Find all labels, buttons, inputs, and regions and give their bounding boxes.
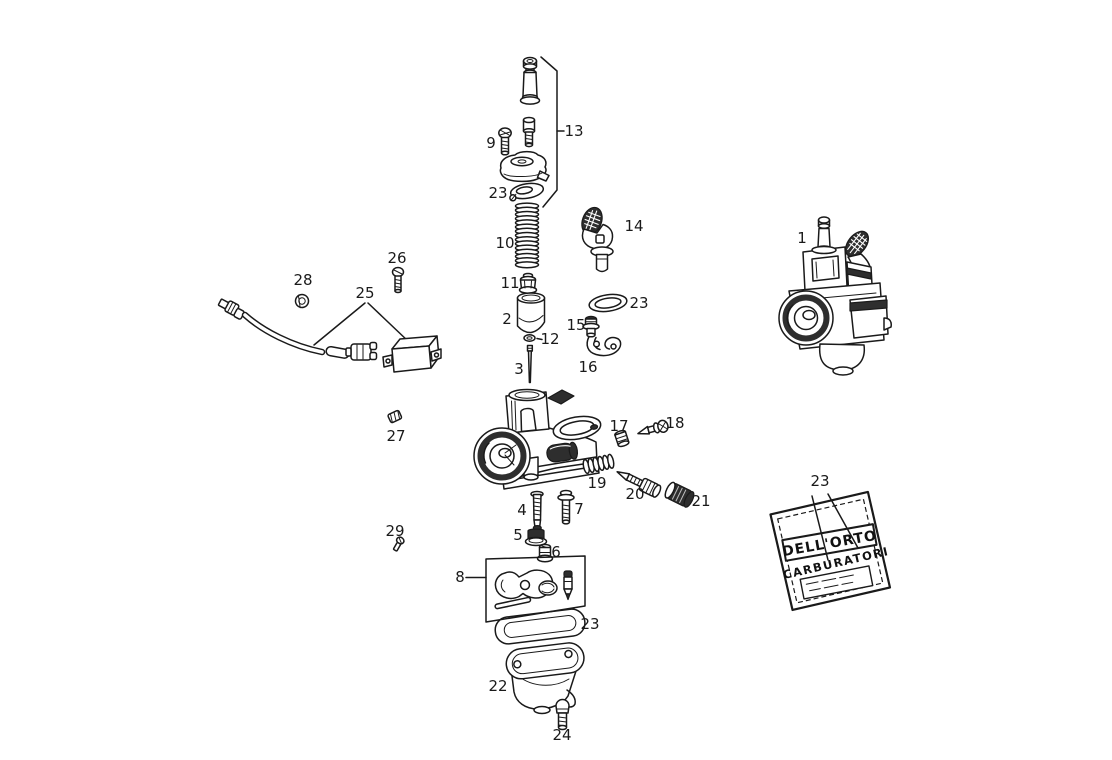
callout-23-bag: 23 [810,472,829,490]
throttle-cover-cap [499,150,550,183]
part-2-throttle-slide [516,292,546,334]
part-23-bowl-gasket [494,608,586,645]
part-28-clip-ring [294,293,310,309]
part-22-float-bowl [505,642,585,715]
part-10-throttle-spring [514,202,540,269]
part-19-spring [582,453,615,475]
part-5-jet-holder [524,528,548,547]
part-15-valve-plunger [582,315,600,338]
part-23-inlet-oring [588,293,628,313]
part-7-float-bowl-screw [557,489,575,525]
callout-6: 6 [551,543,561,561]
part-14-cable-guide-elbow [581,206,614,273]
part-16-hook-lever [586,335,622,357]
callout-24: 24 [552,726,571,744]
callout-3: 3 [514,360,524,378]
part-1-carburetor-assembly [778,216,892,376]
callout-11: 11 [500,274,519,292]
callout-19: 19 [587,474,606,492]
callout-4: 4 [517,501,527,519]
part-11-needle-retainer [518,272,538,294]
callout-29: 29 [385,522,404,540]
spare-parts-bag: DELL'ORTO CARBURATORI [769,490,892,612]
callout-21: 21 [691,492,710,510]
part-8-float-kit [465,555,586,623]
part-23-cover-gasket [509,182,545,202]
callout-labels: 13 9 23 10 11 2 12 3 14 23 15 16 1 17 18… [293,122,829,744]
callout-23-inlet-oring: 23 [629,294,648,312]
part-26-screw [391,266,405,294]
cable-connector [345,341,378,361]
callout-25: 25 [355,284,374,302]
callout-2: 2 [502,310,512,328]
callout-23-cover-gasket: 23 [488,184,507,202]
callout-1: 1 [797,229,807,247]
callout-15: 15 [566,316,585,334]
part-9-screw [498,127,512,156]
callout-22: 22 [488,677,507,695]
part-29-small-screw [392,536,405,552]
callout-5: 5 [513,526,523,544]
callout-27: 27 [386,427,405,445]
callout-9: 9 [486,134,496,152]
part-4-atomizer [530,490,544,531]
callout-26: 26 [387,249,406,267]
callout-13: 13 [564,122,583,140]
callout-14: 14 [624,217,643,235]
part-24-drain-screw [555,698,570,731]
callout-12: 12 [540,330,559,348]
cable-terminal [217,298,245,320]
part-20-adjuster-screw [616,471,662,498]
control-box [382,335,442,373]
callout-20: 20 [625,485,644,503]
part-21-cap-nut [664,481,695,508]
callout-10: 10 [495,234,514,252]
callout-7: 7 [574,500,584,518]
part-13-cover-assembly [498,56,565,208]
callout-8: 8 [455,568,465,586]
part-18-idle-screw [637,419,669,435]
callout-23-bowl-gasket: 23 [580,615,599,633]
carburetor-body [473,388,602,490]
part-17-jet [614,429,630,448]
callout-18: 18 [665,414,684,432]
part-12-needle-clip [523,334,543,342]
part-3-jet-needle [526,344,534,384]
callout-17: 17 [609,417,628,435]
part-25-choke-cable-unit [217,298,442,373]
callout-16: 16 [578,358,597,376]
part-6-main-jet [536,543,554,563]
callout-28: 28 [293,271,312,289]
part-27-clip [387,409,403,424]
